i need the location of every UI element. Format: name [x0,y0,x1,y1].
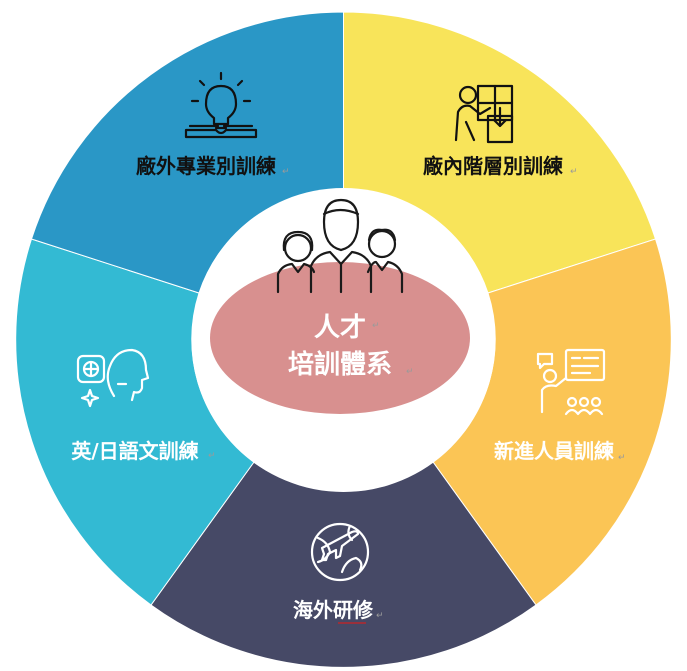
paragraph-mark: ↵ [406,367,414,377]
presenter-audience-icon [536,348,606,416]
paragraph-mark: ↵ [618,453,626,463]
center-title-line2: 培訓體系 [288,349,392,380]
internal-training-label: 廠內階層別訓練 [423,154,563,178]
paragraph-mark: ↵ [208,451,216,461]
newhire-training-label: 新進人員訓練 [494,439,614,463]
paragraph-mark: ↵ [570,167,578,177]
globe-plane-icon [310,522,370,582]
lightbulb-book-icon [184,71,258,139]
puzzle-person-icon [454,84,514,144]
external-training-label: 廠外專業別訓練 [136,154,276,178]
paragraph-mark: ↵ [376,611,384,621]
language-training-label: 英/日語文訓練 [71,439,198,463]
speaking-person-icon [76,348,150,408]
paragraph-mark: ↵ [282,167,290,177]
overseas-training-label: 海外研修 [293,598,374,622]
paragraph-mark: ↵ [372,321,380,331]
team-people-icon [276,198,404,294]
center-oval [210,262,470,414]
center-title-line1: 人才 [314,313,366,343]
